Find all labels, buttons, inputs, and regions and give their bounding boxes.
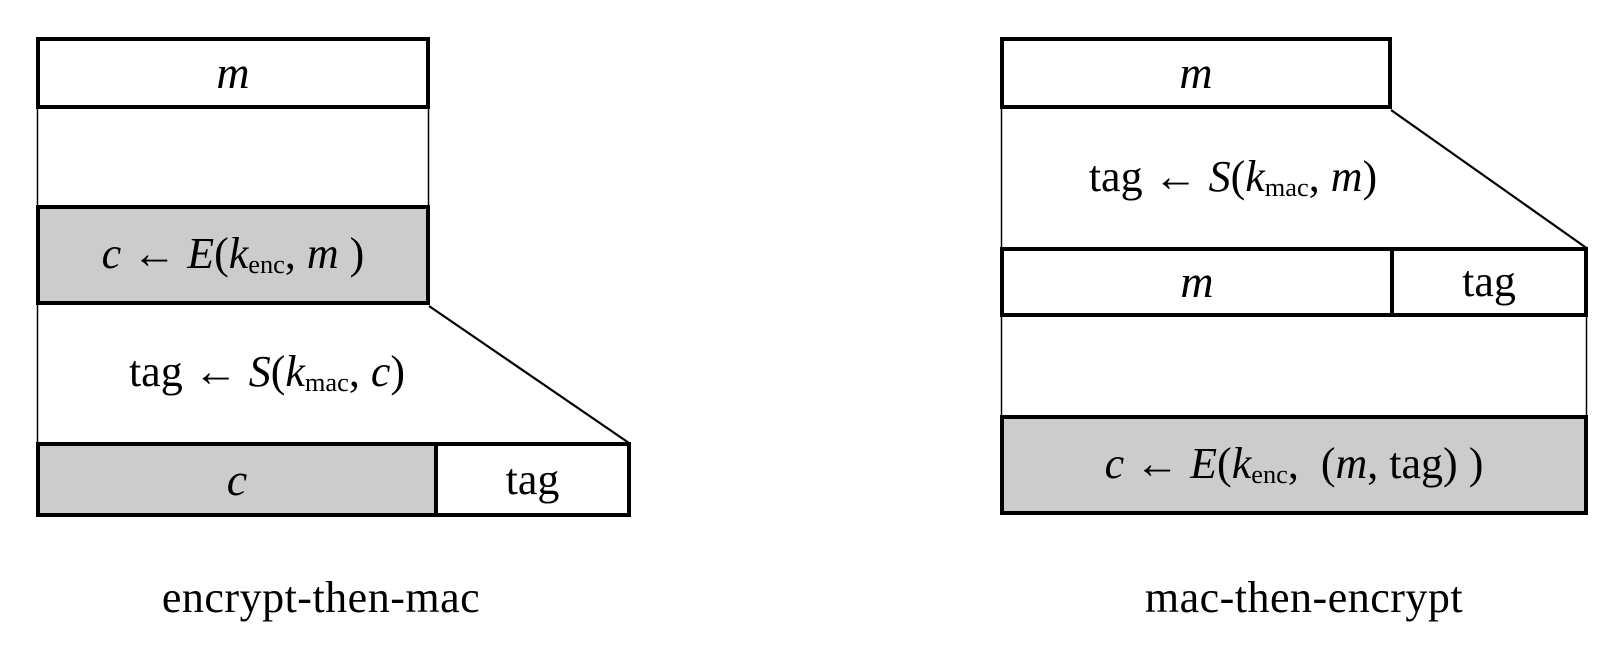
etm-output-tag-label: tag <box>505 454 560 504</box>
etm-encrypt-formula: c ← E(kenc, m ) <box>101 229 365 280</box>
mte-caption: mac-then-encrypt <box>1144 573 1464 622</box>
mte-caption-region: mac-then-encrypt <box>1010 572 1598 624</box>
etm-output-box: c tag <box>36 442 631 517</box>
mte-intermediate-tag-cell: tag <box>1390 251 1584 313</box>
etm-output-ciphertext-cell: c <box>40 446 434 513</box>
mte-diagonal-line <box>1390 109 1588 249</box>
mte-encrypt-formula: c ← E(kenc, (m, tag) ) <box>1104 439 1484 490</box>
etm-message-box: m <box>36 37 430 109</box>
mte-intermediate-message-cell: m <box>1004 251 1390 313</box>
mte-message-label: m <box>1179 47 1213 98</box>
mte-mac-formula: tag ← S(kmac, m) <box>1088 152 1378 203</box>
etm-caption: encrypt-then-mac <box>161 573 481 622</box>
etm-mac-formula-region: tag ← S(kmac, c) <box>70 343 464 403</box>
mte-mac-formula-region: tag ← S(kmac, m) <box>1037 148 1429 208</box>
etm-caption-region: encrypt-then-mac <box>36 572 606 624</box>
etm-message-label: m <box>216 47 250 98</box>
etm-mac-formula: tag ← S(kmac, c) <box>128 347 406 398</box>
mte-intermediate-message-label: m <box>1180 256 1214 307</box>
mte-intermediate-box: m tag <box>1000 247 1588 317</box>
etm-encrypt-box: c ← E(kenc, m ) <box>36 205 430 305</box>
mte-intermediate-tag-label: tag <box>1462 257 1516 306</box>
mte-encrypt-box: c ← E(kenc, (m, tag) ) <box>1000 415 1588 515</box>
etm-output-tag-cell: tag <box>434 446 627 513</box>
etm-diagonal-line <box>428 305 630 444</box>
etm-output-ciphertext-label: c <box>226 453 248 505</box>
mte-message-box: m <box>1000 37 1392 109</box>
